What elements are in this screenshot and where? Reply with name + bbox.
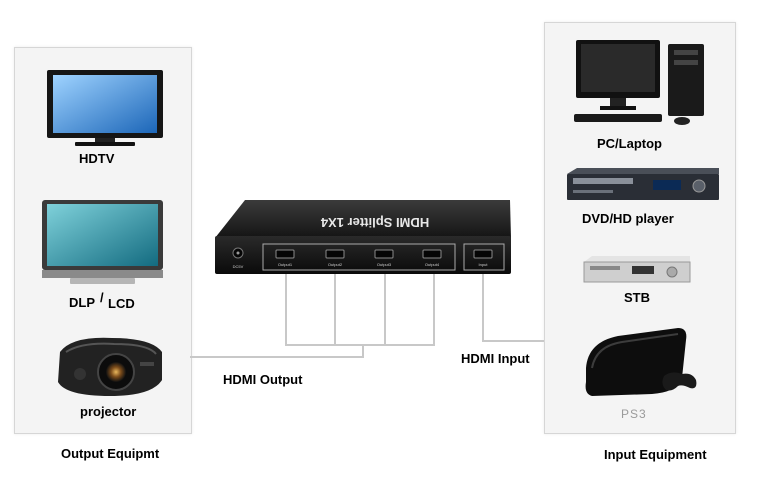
output-equipment-caption: Output Equipmt — [61, 446, 160, 461]
hdmi-output-label: HDMI Output — [223, 372, 303, 387]
svg-text:Output3: Output3 — [377, 262, 392, 267]
set-top-box-icon — [583, 256, 691, 283]
input-equipment-caption: Input Equipment — [604, 447, 707, 462]
output-wire-4 — [363, 270, 435, 346]
dvd-player-icon — [567, 168, 719, 200]
projector-label: projector — [80, 404, 137, 419]
output-port-2: Output2 — [325, 249, 345, 267]
hdtv-icon — [47, 70, 163, 146]
svg-text:Output4: Output4 — [425, 262, 440, 267]
input-port: Input — [473, 249, 493, 267]
output-port-3: Output3 — [374, 249, 394, 267]
svg-text:Output2: Output2 — [328, 262, 343, 267]
game-console-icon — [585, 328, 697, 396]
svg-text:Input: Input — [479, 262, 489, 267]
output-port-1: Output1 — [275, 249, 295, 267]
hdtv-label: HDTV — [79, 151, 115, 166]
dlp-lcd-separator: / — [100, 290, 104, 305]
ps3-label: PS3 — [621, 407, 647, 421]
desktop-pc-icon — [574, 40, 704, 125]
dvd-hd-player-label: DVD/HD player — [582, 211, 674, 226]
hdmi-splitter-device: HDMI Splitter 1X4 DC5V Output1 Output2 O… — [215, 200, 511, 274]
output-wire-1 — [285, 270, 363, 346]
svg-text:Output1: Output1 — [278, 262, 293, 267]
output-bus-wire — [190, 345, 364, 358]
input-wire — [482, 272, 544, 342]
pc-laptop-label: PC/Laptop — [597, 136, 662, 151]
hdmi-input-label: HDMI Input — [461, 351, 530, 366]
splitter-title: HDMI Splitter 1X4 — [320, 215, 429, 230]
power-port-label: DC5V — [233, 264, 244, 269]
dlp-label: DLP — [69, 295, 95, 310]
lcd-tv-icon — [42, 200, 163, 284]
projector-icon — [58, 337, 162, 396]
stb-label: STB — [624, 290, 650, 305]
lcd-label: LCD — [108, 296, 135, 311]
output-port-4: Output4 — [422, 249, 442, 267]
